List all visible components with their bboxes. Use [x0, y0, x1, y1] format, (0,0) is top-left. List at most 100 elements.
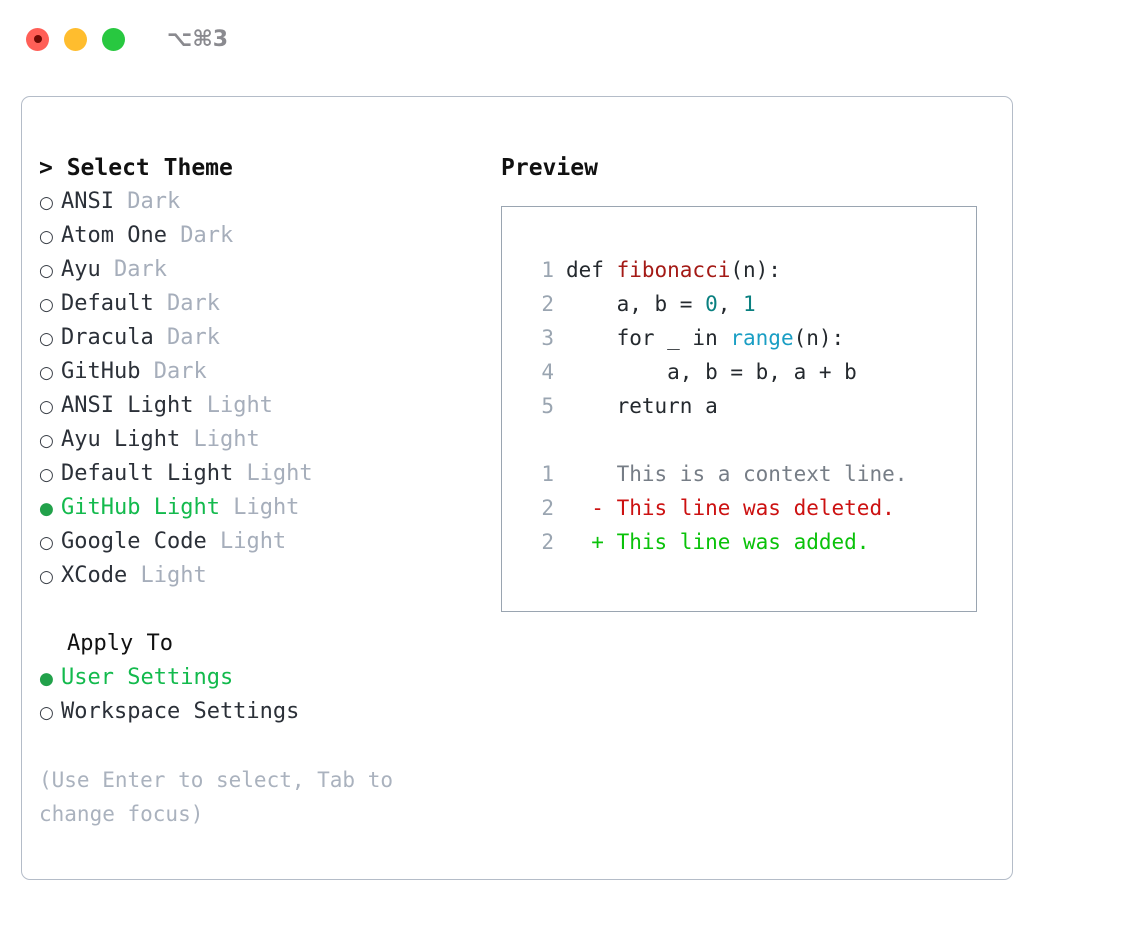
- diff-text: This line was deleted.: [603, 496, 895, 520]
- preview-heading: Preview: [501, 155, 598, 181]
- theme-kind-badge: Light: [206, 393, 273, 418]
- theme-name: Ayu: [61, 257, 101, 282]
- code-token: range: [730, 326, 794, 350]
- code-token: a, b =: [566, 292, 706, 316]
- theme-kind-badge: Dark: [114, 257, 167, 282]
- diff-line: 1 This is a context line.: [524, 457, 976, 491]
- theme-list-item[interactable]: ○GitHub Dark: [39, 355, 489, 389]
- spacer: [180, 423, 193, 457]
- radio-selected-icon[interactable]: ●: [39, 669, 54, 689]
- theme-kind-badge: Dark: [153, 359, 207, 384]
- theme-list-item[interactable]: ○Google Code Light: [39, 525, 489, 559]
- apply-to-heading: Apply To: [67, 631, 173, 656]
- diff-text: This is a context line.: [603, 462, 908, 486]
- apply-to-label: Workspace Settings: [61, 699, 300, 724]
- radio-unselected-icon[interactable]: ○: [39, 703, 54, 723]
- theme-list-item[interactable]: ○Default Light Light: [39, 457, 489, 491]
- radio-unselected-icon[interactable]: ○: [39, 295, 54, 315]
- theme-kind-badge: Dark: [166, 291, 220, 316]
- minimize-button[interactable]: [64, 27, 87, 51]
- apply-to-option[interactable]: ○ Workspace Settings: [39, 695, 489, 729]
- maximize-button[interactable]: [102, 27, 125, 51]
- theme-name: ANSI: [61, 189, 114, 214]
- code-token: return a: [566, 394, 718, 418]
- theme-kind-badge: Light: [219, 529, 287, 554]
- apply-to-list[interactable]: ●User Settings ○ Workspace Settings: [39, 661, 489, 729]
- theme-name: Ayu Light: [61, 427, 181, 452]
- radio-unselected-icon[interactable]: ○: [39, 227, 54, 247]
- radio-unselected-icon[interactable]: ○: [39, 261, 54, 281]
- line-number: 1: [541, 258, 554, 282]
- window-controls: [26, 27, 125, 51]
- theme-kind-badge: Light: [140, 563, 207, 588]
- theme-name: XCode: [61, 563, 128, 588]
- code-token: fibonacci: [616, 258, 731, 282]
- code-token: 1: [743, 292, 756, 316]
- spacer: [127, 559, 140, 593]
- theme-name: Atom One: [61, 223, 167, 248]
- theme-list-item[interactable]: ○Default Dark: [39, 287, 489, 321]
- theme-kind-badge: Light: [233, 495, 300, 520]
- theme-kind-badge: Dark: [166, 325, 220, 350]
- theme-list[interactable]: ○ANSI Dark○Atom One Dark○Ayu Dark○Defaul…: [39, 185, 489, 593]
- radio-unselected-icon[interactable]: ○: [39, 431, 54, 451]
- code-line: 3 for _ in range(n):: [524, 321, 976, 355]
- code-spacer: [524, 423, 976, 457]
- line-number: 1: [541, 462, 554, 486]
- theme-list-item[interactable]: ○ Atom One Dark: [39, 219, 489, 253]
- theme-list-item[interactable]: ● GitHub Light Light: [39, 491, 489, 525]
- spacer: [101, 253, 114, 287]
- diff-sample-block: 1 This is a context line.2 - This line w…: [524, 457, 976, 559]
- spacer: [220, 491, 233, 525]
- theme-name: GitHub Light: [61, 495, 220, 520]
- spacer: [167, 219, 180, 253]
- radio-unselected-icon[interactable]: ○: [39, 193, 54, 213]
- theme-name: Dracula: [61, 325, 154, 350]
- line-number: 4: [541, 360, 554, 384]
- radio-selected-icon[interactable]: ●: [39, 499, 54, 519]
- theme-list-item[interactable]: ○ Ayu Dark: [39, 253, 489, 287]
- diff-line: 2 - This line was deleted.: [524, 491, 976, 525]
- title-bar: ⌥⌘3: [0, 0, 1140, 78]
- line-number: 2: [541, 292, 554, 316]
- theme-list-item[interactable]: ○ Ayu Light Light: [39, 423, 489, 457]
- theme-picker-card: > Select Theme ○ANSI Dark○Atom One Dark○…: [21, 96, 1013, 880]
- radio-unselected-icon[interactable]: ○: [39, 397, 54, 417]
- theme-name: Default Light: [61, 461, 234, 486]
- diff-line: 2 + This line was added.: [524, 525, 976, 559]
- spacer: [233, 457, 246, 491]
- line-number: 2: [541, 496, 554, 520]
- apply-to-section: Apply To ●User Settings ○ Workspace Settin…: [39, 627, 489, 729]
- keyboard-hint-text: (Use Enter to select, Tab to change focu…: [39, 768, 394, 826]
- theme-list-item[interactable]: ○ XCode Light: [39, 559, 489, 593]
- code-token: (n):: [730, 258, 781, 282]
- spacer: [207, 525, 220, 559]
- theme-kind-badge: Dark: [127, 189, 181, 214]
- apply-to-option[interactable]: ●User Settings: [39, 661, 489, 695]
- code-line: 2 a, b = 0, 1: [524, 287, 976, 321]
- radio-unselected-icon[interactable]: ○: [39, 329, 54, 349]
- code-token: ,: [717, 292, 744, 316]
- theme-list-item[interactable]: ○ Dracula Dark: [39, 321, 489, 355]
- code-token: (n):: [793, 326, 845, 350]
- theme-kind-badge: Light: [193, 427, 260, 452]
- radio-unselected-icon[interactable]: ○: [39, 533, 54, 553]
- code-token: a, b = b, a + b: [566, 360, 857, 384]
- theme-kind-badge: Dark: [180, 223, 234, 248]
- radio-unselected-icon[interactable]: ○: [39, 363, 54, 383]
- code-token: def: [566, 258, 617, 282]
- code-line: 1 def fibonacci(n):: [524, 253, 976, 287]
- close-button[interactable]: [26, 27, 49, 51]
- theme-list-item[interactable]: ○ ANSI Dark: [39, 185, 489, 219]
- line-number: 2: [541, 530, 554, 554]
- code-line: 5 return a: [524, 389, 976, 423]
- spacer: [154, 287, 167, 321]
- spacer: [140, 355, 153, 389]
- theme-list-item[interactable]: ○ANSI Light Light: [39, 389, 489, 423]
- radio-unselected-icon[interactable]: ○: [39, 567, 54, 587]
- select-theme-heading: > Select Theme: [39, 155, 233, 181]
- radio-unselected-icon[interactable]: ○: [39, 465, 54, 485]
